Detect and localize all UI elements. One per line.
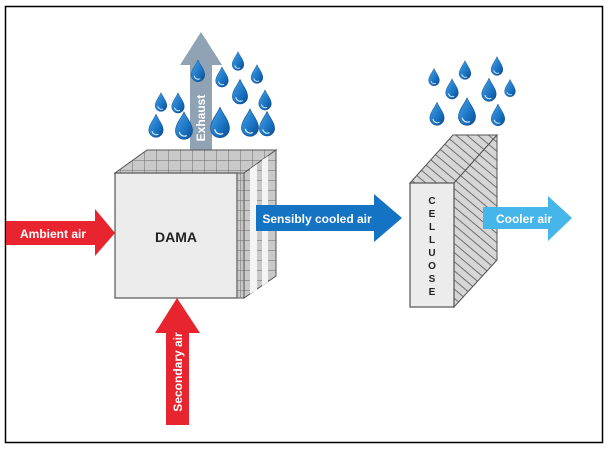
dama-unit: DAMA [113, 149, 278, 299]
ambient-air-arrow: Ambient air [6, 209, 115, 256]
cellulose-letter: E [429, 209, 436, 220]
sensibly-cooled-air-label: Sensibly cooled air [262, 212, 372, 226]
secondary-air-arrow: Secondary air [155, 298, 200, 425]
exhaust-label: Exhaust [194, 95, 208, 142]
cellulose-letter: C [428, 196, 435, 207]
cellulose-letter: O [428, 261, 436, 272]
cellulose-letter: U [428, 248, 435, 259]
cellulose-letter: L [429, 235, 435, 246]
cellulose-letter: L [429, 222, 435, 233]
cooler-air-arrow: Cooler air [483, 196, 572, 241]
cooler-air-label: Cooler air [496, 212, 552, 226]
secondary-air-label: Secondary air [171, 332, 185, 412]
cellulose-letter: S [429, 274, 436, 285]
cellulose-letter: E [429, 287, 436, 298]
sensibly-cooled-air-arrow: Sensibly cooled air [256, 194, 402, 242]
ambient-air-label: Ambient air [20, 227, 86, 241]
dama-label: DAMA [155, 229, 197, 245]
